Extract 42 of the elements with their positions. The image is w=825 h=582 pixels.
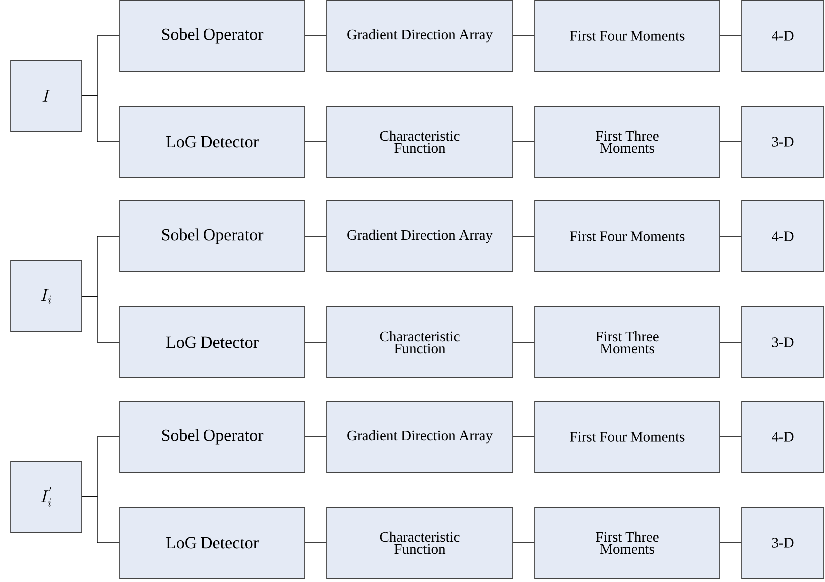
process-box: LoG Detector — [120, 106, 306, 178]
process-box: Gradient Direction Array — [326, 0, 514, 72]
connector-line — [82, 296, 120, 343]
process-box: Characteristic Function — [326, 306, 514, 378]
output-box: 4-D — [742, 401, 824, 473]
output-box: 4-D — [742, 0, 824, 72]
process-box: Sobel Operator — [120, 0, 306, 72]
connector-line — [305, 342, 327, 343]
connector-line — [720, 236, 742, 237]
process-box: First Three Moments — [534, 306, 720, 378]
output-box: 3-D — [742, 306, 824, 378]
input-box: $I_{i}^{'}$ — [10, 461, 82, 533]
connector-line — [82, 496, 120, 544]
connector-line — [513, 342, 535, 343]
connector-line — [720, 436, 742, 438]
connector-line — [513, 542, 535, 544]
connector-line — [720, 542, 742, 544]
process-box: First Three Moments — [534, 507, 720, 579]
connector-line — [720, 342, 742, 343]
process-box: Sobel Operator — [120, 200, 306, 272]
connector-line — [305, 236, 327, 237]
process-box: Sobel Operator — [120, 401, 306, 473]
output-box: 4-D — [742, 200, 824, 272]
connector-line — [82, 96, 120, 142]
process-box: LoG Detector — [120, 306, 306, 378]
input-box: $I_{i}$ — [10, 260, 82, 332]
input-box: $I$ — [10, 60, 82, 132]
process-box: Gradient Direction Array — [326, 200, 514, 272]
connector-line — [513, 236, 535, 237]
process-box: LoG Detector — [120, 507, 306, 579]
connector-line — [305, 542, 327, 544]
output-box: 3-D — [742, 106, 824, 178]
process-box: Characteristic Function — [326, 106, 514, 178]
connector-line — [513, 436, 535, 438]
output-box: 3-D — [742, 507, 824, 579]
connector-line — [305, 436, 327, 438]
process-box: First Four Moments — [534, 0, 720, 72]
process-box: First Four Moments — [534, 200, 720, 272]
process-box: Gradient Direction Array — [326, 401, 514, 473]
process-box: First Three Moments — [534, 106, 720, 178]
process-box: Characteristic Function — [326, 507, 514, 579]
process-box: First Four Moments — [534, 401, 720, 473]
